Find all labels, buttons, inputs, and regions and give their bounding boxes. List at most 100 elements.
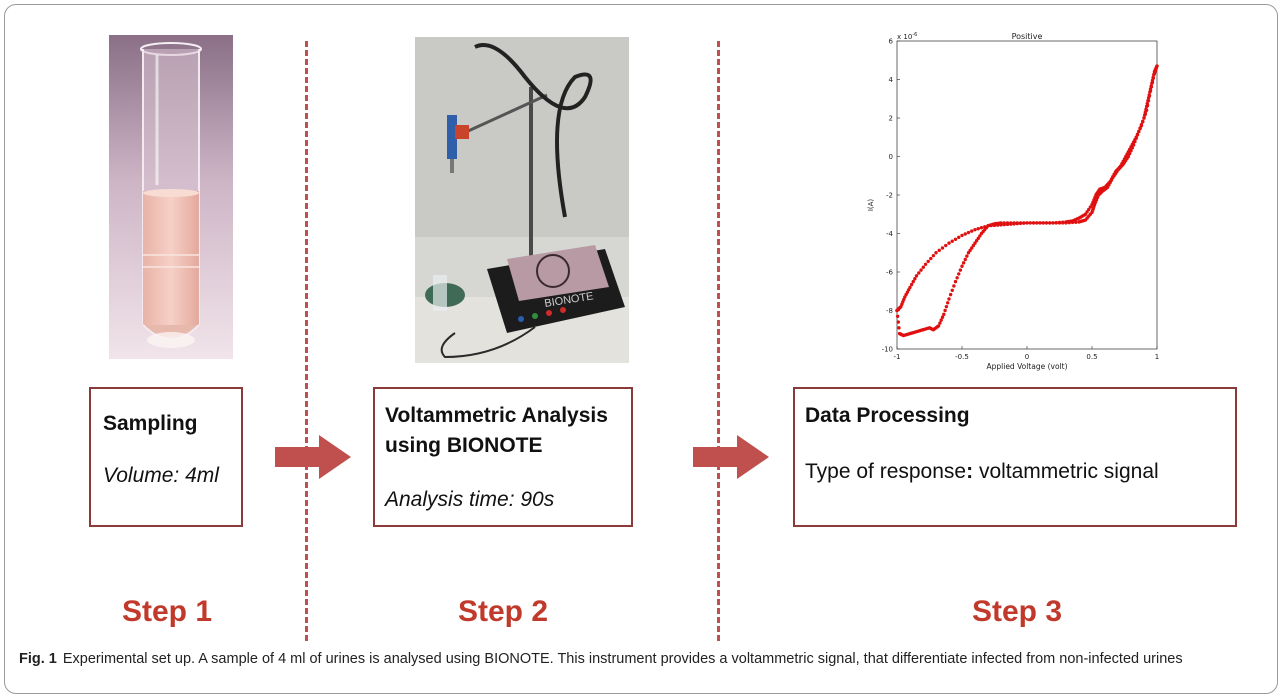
data-point-reverse [1147, 93, 1151, 97]
data-point-forward [961, 261, 966, 265]
analysis-box: Voltammetric Analysis using BIONOTE Anal… [373, 387, 633, 527]
data-point-reverse [996, 223, 1000, 227]
analysis-title-line1: Voltammetric Analysis [385, 404, 608, 427]
data-point-reverse [1009, 222, 1013, 226]
data-point-reverse [1048, 221, 1052, 225]
data-point-reverse [913, 277, 917, 281]
data-point-reverse [989, 223, 993, 228]
data-point-reverse [921, 265, 926, 269]
data-point-forward [971, 243, 976, 248]
data-point-reverse [1150, 78, 1155, 83]
data-point-forward [973, 241, 977, 245]
chart-title: Positive [1012, 32, 1043, 41]
data-point-forward [944, 304, 949, 309]
data-point-forward [936, 324, 941, 328]
data-point-reverse [895, 308, 899, 313]
data-point-reverse [1148, 90, 1152, 94]
data-point-reverse [1054, 221, 1058, 225]
data-point-reverse [1144, 107, 1148, 112]
data-point-reverse [1061, 221, 1065, 225]
test-tube-photo [109, 35, 233, 359]
data-point-reverse [1022, 221, 1026, 225]
bionote-device-illustration: BIONOTE [415, 37, 629, 363]
data-point-forward [942, 312, 946, 317]
data-point-forward [963, 257, 967, 262]
data-point-reverse [957, 235, 961, 240]
data-point-forward [1083, 212, 1088, 216]
data-point-forward [947, 297, 951, 301]
data-point-reverse [929, 256, 933, 261]
data-point-reverse [1051, 221, 1055, 225]
analysis-time: Analysis time: 90s [385, 488, 555, 511]
data-point-reverse [909, 282, 914, 287]
data-point-forward [950, 288, 954, 292]
data-point-reverse [1067, 220, 1071, 225]
step-2-label: Step 2 [457, 595, 549, 628]
data-point-reverse [1149, 84, 1153, 88]
data-point-reverse [1128, 151, 1132, 156]
data-point-forward [965, 254, 969, 258]
data-point-reverse [973, 227, 977, 232]
data-point-reverse [1141, 119, 1145, 124]
data-point-forward [955, 276, 959, 280]
data-point-forward [938, 321, 942, 325]
data-point-reverse [1130, 146, 1134, 150]
step-3-label: Step 3 [971, 595, 1063, 628]
data-point-reverse [1031, 221, 1036, 225]
data-point-reverse [1137, 129, 1141, 134]
figure-label: Fig. 1 [19, 651, 57, 667]
x-tick-label: 0.5 [1086, 353, 1097, 361]
data-point-forward [895, 314, 900, 318]
y-tick-label: -4 [886, 230, 894, 238]
figure-frame: BIONOTE Positive x 10-6 Applied Voltage … [4, 4, 1278, 694]
caption-text: Experimental set up. A sample of 4 ml of… [62, 651, 1183, 667]
data-point-forward [940, 315, 945, 319]
data-point-reverse [1139, 123, 1144, 127]
data-point-reverse [1148, 87, 1153, 91]
data-point-forward [976, 236, 980, 241]
data-point-forward [970, 246, 974, 250]
y-exponent-label: x 10-6 [897, 32, 917, 41]
data-point-reverse [923, 262, 928, 266]
sampling-title: Sampling [103, 412, 198, 435]
data-point-reverse [1151, 75, 1155, 80]
y-axis-label: I(A) [867, 199, 875, 212]
data-point-reverse [937, 248, 941, 253]
data-points [895, 64, 1159, 338]
data-point-reverse [940, 246, 945, 250]
data-point-reverse [1005, 222, 1010, 227]
sampling-box: Sampling Volume: 4ml [89, 387, 243, 527]
data-point-reverse [947, 241, 951, 245]
data-point-forward [966, 251, 971, 255]
data-point-forward [978, 234, 982, 238]
data-point-forward [1085, 210, 1089, 214]
y-tick-label: 6 [889, 38, 894, 46]
y-tick-label: -10 [882, 346, 893, 354]
data-point-reverse [970, 229, 974, 233]
data-point-reverse [979, 226, 984, 230]
data-point-reverse [999, 223, 1003, 227]
data-point-forward [946, 301, 950, 305]
y-tick-label: 2 [889, 115, 893, 123]
data-point-reverse [950, 239, 954, 243]
data-point-reverse [1144, 104, 1149, 109]
bionote-device-photo: BIONOTE [415, 37, 629, 363]
data-point-reverse [917, 271, 921, 275]
data-point-reverse [1135, 133, 1140, 137]
data-point-reverse [1129, 149, 1133, 153]
data-point-reverse [1002, 222, 1006, 227]
data-point-forward [974, 239, 979, 243]
data-point-reverse [1074, 220, 1078, 224]
data-point-forward [1088, 205, 1093, 209]
x-tick-label: 1 [1155, 353, 1159, 361]
plot-area [896, 40, 1158, 350]
x-tick-label: 0 [1025, 353, 1029, 361]
step-1-label: Step 1 [121, 595, 213, 628]
data-point-reverse [931, 253, 936, 258]
data-point-reverse [926, 259, 930, 264]
data-point-forward [896, 320, 900, 324]
data-point-reverse [1131, 143, 1136, 147]
data-processing-response: Type of response: voltammetric signal [805, 460, 1159, 483]
data-point-reverse [976, 226, 980, 231]
data-processing-box: Data Processing Type of response: voltam… [793, 387, 1237, 527]
